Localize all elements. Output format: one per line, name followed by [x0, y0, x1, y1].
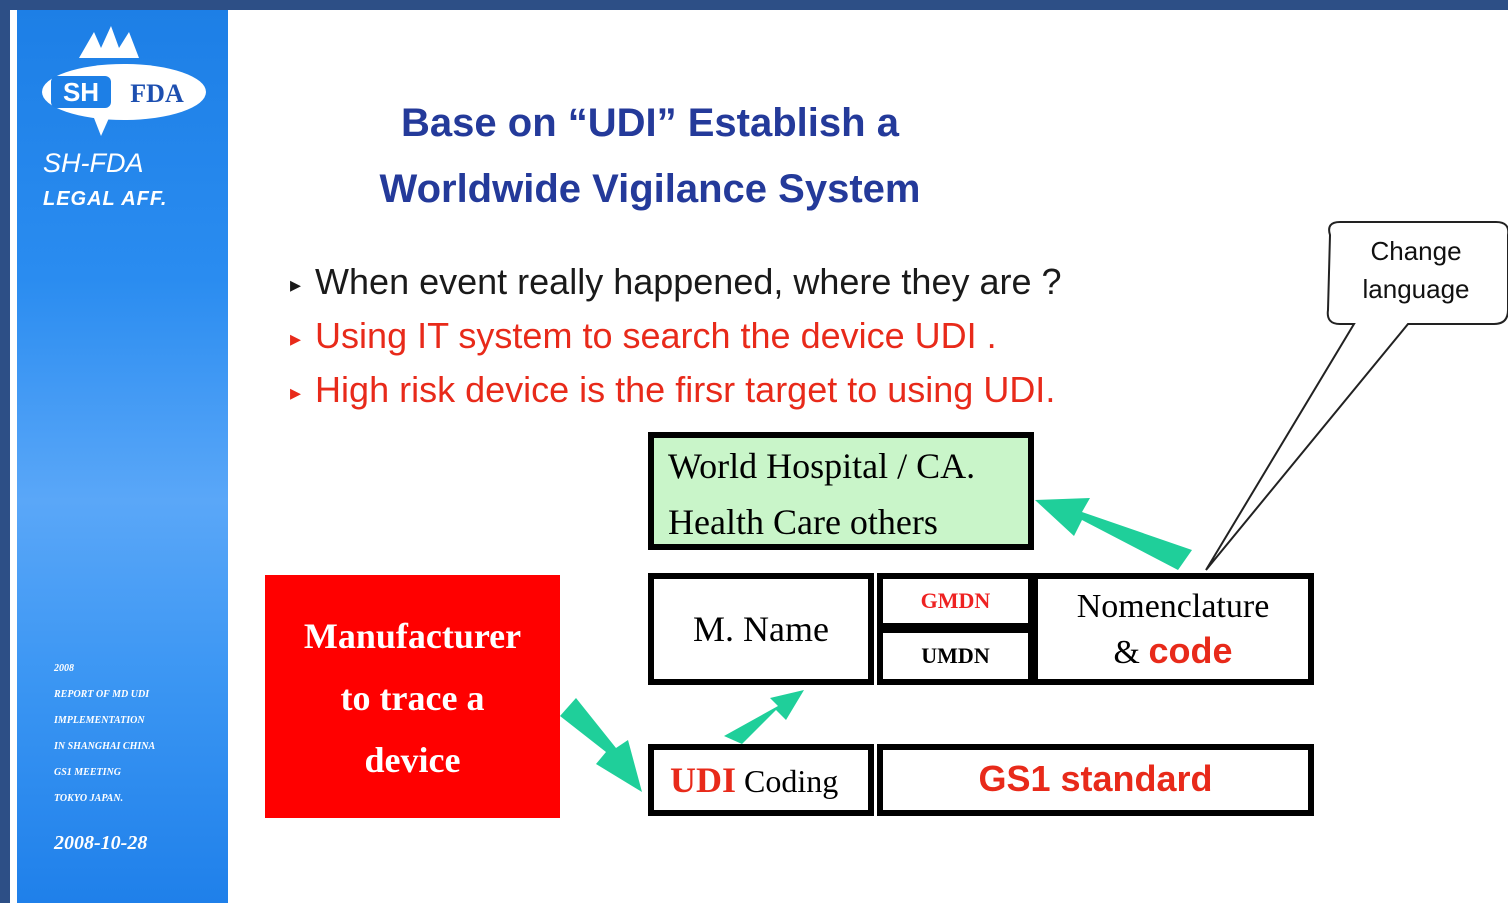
sidebar: SH FDA SH-FDA LEGAL AFF. 2008 REPORT OF …: [17, 10, 228, 903]
gs1-standard-box: GS1 standard: [877, 744, 1314, 816]
gmdn-box: GMDN: [877, 573, 1034, 629]
world-line-1: World Hospital / CA.: [668, 446, 976, 486]
bullet-text: Using IT system to search the device UDI…: [315, 314, 997, 356]
report-line: TOKYO JAPAN.: [54, 793, 124, 804]
manufacturer-line-1: Manufacturer: [303, 616, 522, 656]
arrow-to-mname: [724, 690, 804, 744]
report-line: IMPLEMENTATION: [54, 715, 145, 726]
arrow-to-world: [1035, 498, 1192, 570]
report-line: 2008: [54, 663, 74, 674]
report-line: REPORT OF MD UDI: [54, 689, 150, 700]
bullet-marker-icon: ▸: [290, 271, 302, 297]
title-line-2: Worldwide Vigilance System: [379, 167, 921, 211]
org-dept: LEGAL AFF.: [43, 188, 168, 210]
callout-text: Change language: [1326, 232, 1506, 308]
diagram-overlay: [560, 221, 1508, 792]
udi-label: UDI: [670, 760, 737, 800]
title-line-1: Base on “UDI” Establish a: [401, 101, 899, 145]
world-line-2: Health Care others: [668, 502, 938, 542]
udi-coding-box: UDI Coding: [648, 744, 874, 816]
umdn-box: UMDN: [877, 627, 1034, 685]
arrow-to-udi: [560, 698, 642, 792]
logo-badge: SH: [63, 77, 99, 107]
logo-text: FDA: [130, 79, 184, 108]
callout-line-2: language: [1362, 274, 1470, 304]
report-info: 2008 REPORT OF MD UDI IMPLEMENTATION IN …: [54, 656, 155, 812]
bullet-item: ▸ High risk device is the firsr target to…: [290, 364, 1062, 418]
bullet-text: When event really happened, where they a…: [315, 261, 1062, 302]
org-name: SH-FDA: [43, 148, 144, 178]
manufacturer-line-2: to trace a: [340, 678, 485, 718]
code-label: code: [1148, 630, 1233, 671]
amp-label: &: [1113, 634, 1140, 671]
bullet-marker-icon: ▸: [290, 379, 302, 405]
bullet-text: High risk device is the firsr target to …: [315, 368, 1056, 410]
manufacturer-line-3: device: [364, 740, 461, 780]
slide: SH FDA SH-FDA LEGAL AFF. 2008 REPORT OF …: [10, 10, 1508, 903]
nomenclature-box: Nomenclature & code: [1032, 573, 1314, 685]
bullet-list: ▸ When event really happened, where they …: [290, 256, 1062, 418]
bullet-marker-icon: ▸: [290, 325, 302, 351]
bullet-item: ▸ Using IT system to search the device UD…: [290, 310, 1062, 364]
manufacturer-box: Manufacturer to trace a device: [265, 575, 560, 818]
callout-line-1: Change: [1370, 236, 1462, 266]
bullet-item: ▸ When event really happened, where they …: [290, 256, 1062, 310]
report-line: GS1 MEETING: [54, 767, 121, 778]
coding-label: Coding: [744, 763, 839, 799]
nomenclature-label: Nomenclature: [1076, 588, 1270, 625]
report-line: IN SHANGHAI CHINA: [54, 741, 156, 752]
slide-title: Base on “UDI” Establish a Worldwide Vigi…: [340, 90, 960, 222]
report-date: 2008-10-28: [54, 832, 148, 854]
world-hospital-box: World Hospital / CA. Health Care others: [648, 432, 1034, 550]
shfda-logo: SH FDA: [42, 26, 206, 136]
m-name-box: M. Name: [648, 573, 874, 685]
nomenclature-code-line: & code: [1038, 629, 1308, 675]
